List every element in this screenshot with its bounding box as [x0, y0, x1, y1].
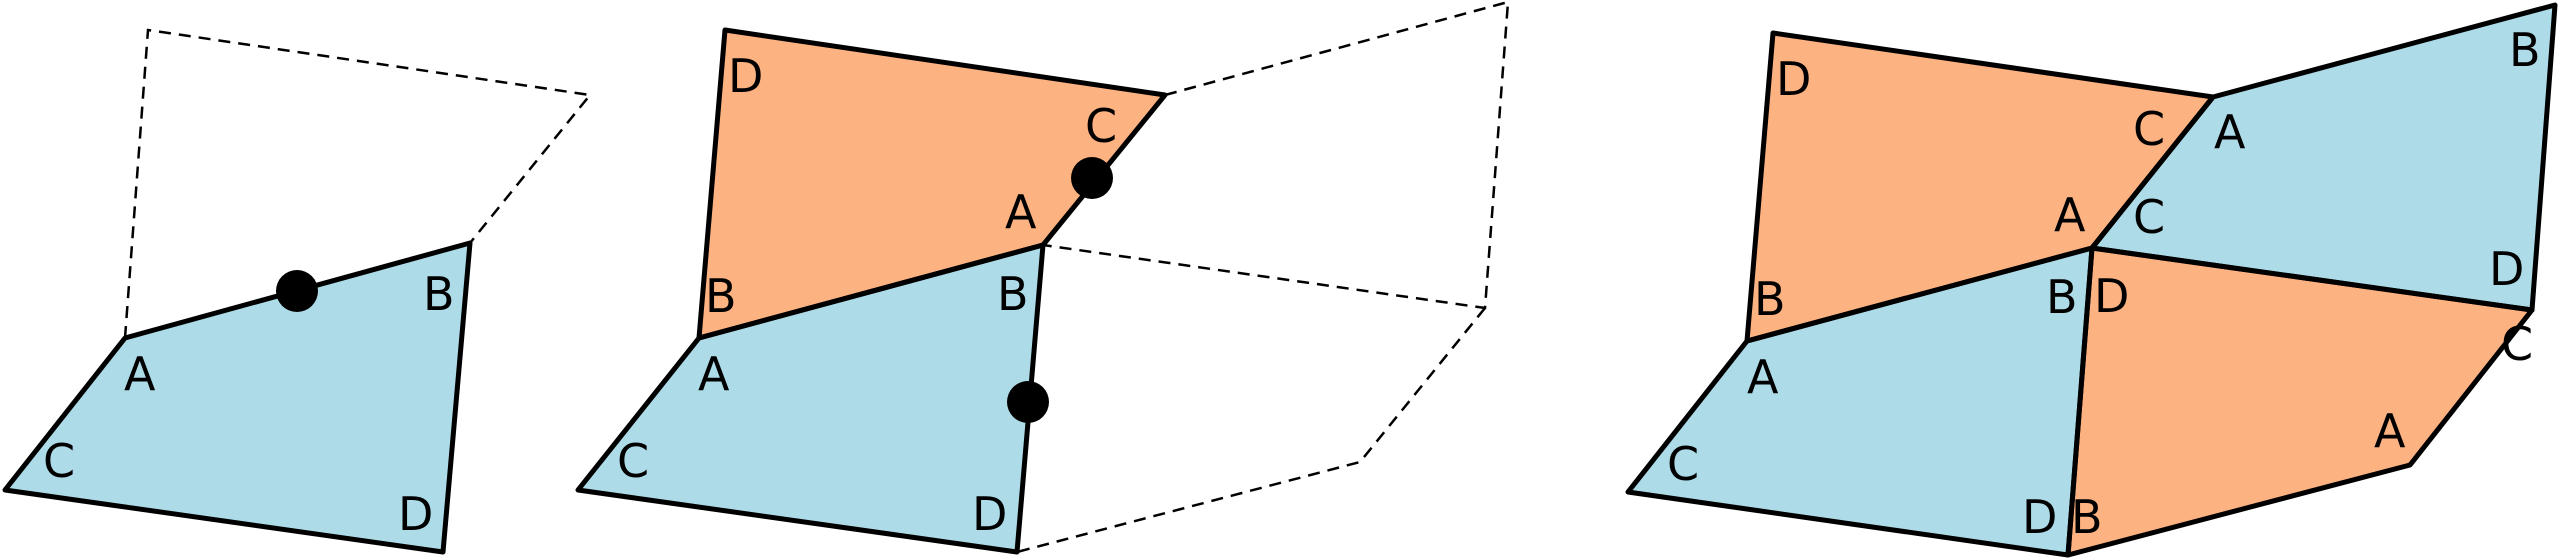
panel-3-blue-tile-left: [1628, 248, 2092, 555]
panel-2-orange-label-a: A: [1005, 185, 1037, 239]
panel-2-midpoint-marker-top: [1071, 157, 1113, 199]
panel-2-blue-tile: [578, 245, 1043, 552]
panel-2-blue-label-d: D: [972, 487, 1007, 541]
panel-1-label-d: D: [398, 487, 433, 541]
panel-3-orange-bottom-label-c: C: [2501, 317, 2533, 371]
panel-2-orange-tile: [699, 30, 1165, 338]
panel-3-blue-right-label-b: B: [2509, 23, 2541, 77]
panel-2-blue-label-c: C: [617, 434, 649, 488]
panel-2-ghost-tile-right: [1042, 0, 1510, 310]
panel-2-ghost-tile-lower: [1016, 307, 1486, 554]
panel-1-ghost-tile: [123, 28, 593, 339]
panel-3-blue-right-label-d: D: [2489, 242, 2524, 296]
panel-3-blue-left-label-b: B: [2046, 270, 2078, 324]
panel-3-orange-tile-bottom: [2068, 248, 2532, 555]
panel-2-orange-label-c: C: [1085, 99, 1117, 153]
panel-2-blue-label-b: B: [997, 267, 1029, 321]
panel-1-label-c: C: [43, 434, 75, 488]
panel-2-orange-label-d: D: [728, 49, 763, 103]
panel-3-blue-left-label-d: D: [2022, 490, 2057, 544]
panel-1-blue-tile: [5, 243, 470, 552]
panel-2: D C A B A B C D: [575, 0, 1510, 555]
panel-3-orange-top-label-d: D: [1776, 52, 1811, 106]
panel-3-orange-top-label-b: B: [1754, 272, 1786, 326]
panel-3-orange-top-label-c: C: [2133, 102, 2165, 156]
panel-2-orange-label-b: B: [705, 269, 737, 323]
panel-3-orange-tile-top: [1747, 33, 2213, 341]
panel-1-label-a: A: [124, 347, 156, 401]
panel-1-label-b: B: [423, 267, 455, 321]
panel-3-orange-bottom-label-a: A: [2374, 404, 2406, 458]
panel-3: D C A B A B C D A B C D D C A B: [1625, 2, 2558, 558]
panel-3-blue-left-label-a: A: [1747, 350, 1779, 404]
panel-1-blue-tile-outline: [2, 240, 473, 555]
panel-3-orange-top-label-a: A: [2054, 188, 2086, 242]
panel-2-blue-tile-outline: [575, 242, 1046, 555]
panel-3-orange-bottom-label-b: B: [2071, 490, 2103, 544]
panel-2-midpoint-marker-bottom: [1007, 381, 1049, 423]
panel-1-midpoint-marker: [276, 270, 318, 312]
panel-1: A B C D: [2, 28, 593, 555]
panel-3-blue-left-label-c: C: [1667, 437, 1699, 491]
panel-2-blue-label-a: A: [698, 347, 730, 401]
panel-3-blue-tile-right: [2092, 5, 2555, 310]
panel-3-orange-tile-bottom-outline: [2065, 245, 2535, 558]
panel-3-blue-right-label-c: C: [2133, 190, 2165, 244]
panel-3-blue-right-label-a: A: [2214, 105, 2246, 159]
panel-3-orange-bottom-label-d: D: [2094, 269, 2129, 323]
